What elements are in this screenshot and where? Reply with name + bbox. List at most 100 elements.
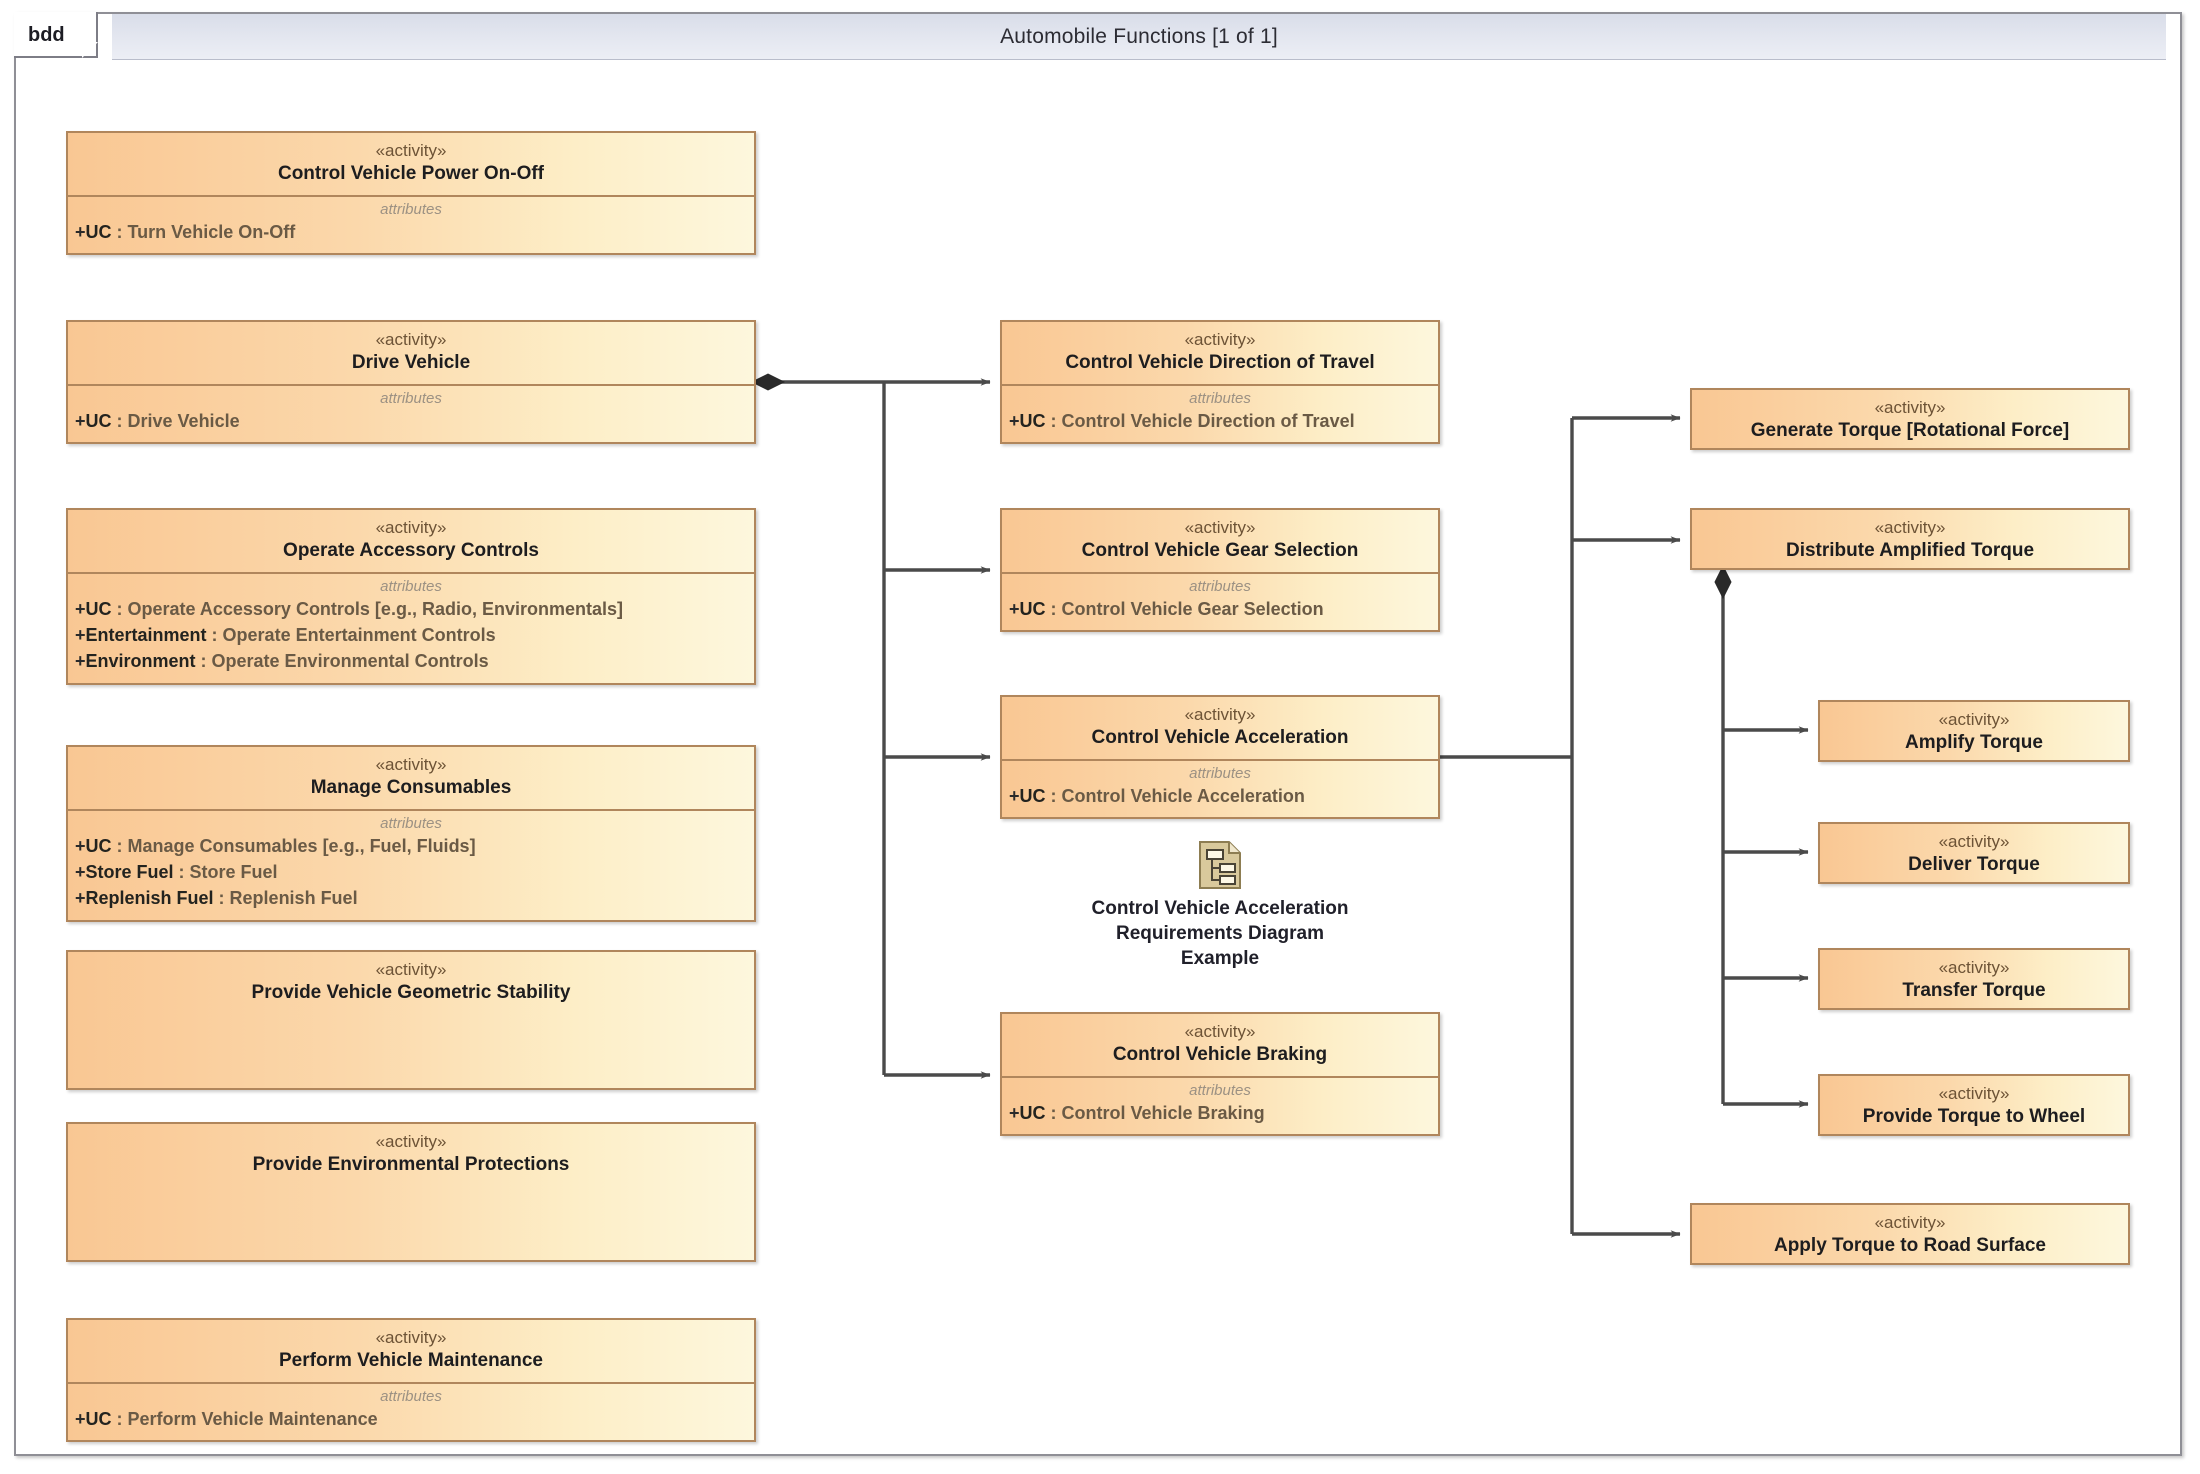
block-header: «activity» Amplify Torque xyxy=(1820,702,2128,764)
block-header: «activity» Distribute Amplified Torque xyxy=(1692,510,2128,572)
attributes-label: attributes xyxy=(380,578,442,596)
block-deliver-torque[interactable]: «activity» Deliver Torque xyxy=(1818,822,2130,884)
block-generate-torque[interactable]: «activity» Generate Torque [Rotational F… xyxy=(1690,388,2130,450)
block-operate-accessory-controls[interactable]: «activity» Operate Accessory Controls at… xyxy=(66,508,756,685)
block-stereotype: «activity» xyxy=(375,330,447,349)
block-header: «activity» Operate Accessory Controls xyxy=(68,510,754,575)
block-stereotype: «activity» xyxy=(375,1328,447,1347)
block-attributes: attributes +UC : Manage Consumables [e.g… xyxy=(68,811,754,919)
attribute-value: Drive Vehicle xyxy=(127,411,240,432)
attribute-key: UC xyxy=(85,1409,112,1430)
block-control-vehicle-gear-selection[interactable]: «activity» Control Vehicle Gear Selectio… xyxy=(1000,508,1440,633)
block-header: «activity» Transfer Torque xyxy=(1820,950,2128,1012)
attribute-value: Manage Consumables [e.g., Fuel, Fluids] xyxy=(127,836,476,857)
block-control-vehicle-direction-of-travel[interactable]: «activity» Control Vehicle Direction of … xyxy=(1000,320,1440,445)
visibility-marker: + xyxy=(75,411,86,432)
block-attributes: attributes +UC : Perform Vehicle Mainten… xyxy=(68,1384,754,1440)
block-attributes: attributes +UC : Control Vehicle Braking xyxy=(1002,1078,1438,1134)
block-provide-torque-to-wheel[interactable]: «activity» Provide Torque to Wheel xyxy=(1818,1074,2130,1136)
attributes-label: attributes xyxy=(1189,578,1251,596)
block-header: «activity» Perform Vehicle Maintenance xyxy=(68,1320,754,1385)
block-control-vehicle-braking[interactable]: «activity» Control Vehicle Braking attri… xyxy=(1000,1012,1440,1137)
block-stereotype: «activity» xyxy=(375,960,447,979)
attribute-separator: : xyxy=(111,411,128,432)
diagram-reference-control-vehicle-acceleration[interactable]: Control Vehicle Acceleration Requirement… xyxy=(1000,840,1440,971)
block-name: Control Vehicle Direction of Travel xyxy=(1065,351,1375,373)
attribute-key: Environment xyxy=(85,651,196,672)
attribute-key: Store Fuel xyxy=(85,862,174,883)
attribute-row: +UC : Drive Vehicle xyxy=(68,408,754,434)
block-attributes: attributes +UC : Control Vehicle Directi… xyxy=(1002,386,1438,442)
attributes-label: attributes xyxy=(380,815,442,833)
block-control-vehicle-power-on-off[interactable]: «activity» Control Vehicle Power On-Off … xyxy=(66,131,756,256)
block-header: «activity» Control Vehicle Braking xyxy=(1002,1014,1438,1079)
block-stereotype: «activity» xyxy=(1938,958,2010,977)
visibility-marker: + xyxy=(75,1409,86,1430)
block-name: Control Vehicle Power On-Off xyxy=(277,162,545,184)
visibility-marker: + xyxy=(75,222,86,243)
block-header: «activity» Control Vehicle Power On-Off xyxy=(68,133,754,198)
block-header: «activity» Provide Environmental Protect… xyxy=(68,1124,754,1186)
block-name: Manage Consumables xyxy=(310,776,512,798)
visibility-marker: + xyxy=(1009,599,1020,620)
visibility-marker: + xyxy=(75,651,86,672)
block-name: Provide Environmental Protections xyxy=(252,1153,570,1175)
block-amplify-torque[interactable]: «activity» Amplify Torque xyxy=(1818,700,2130,762)
attribute-separator: : xyxy=(111,222,128,243)
block-header: «activity» Control Vehicle Gear Selectio… xyxy=(1002,510,1438,575)
block-header: «activity» Deliver Torque xyxy=(1820,824,2128,886)
attribute-value: Control Vehicle Direction of Travel xyxy=(1061,411,1355,432)
block-drive-vehicle[interactable]: «activity» Drive Vehicle attributes +UC … xyxy=(66,320,756,445)
block-stereotype: «activity» xyxy=(1184,705,1256,724)
block-name: Provide Torque to Wheel xyxy=(1862,1105,2086,1127)
block-attributes: attributes +UC : Control Vehicle Gear Se… xyxy=(1002,574,1438,630)
attribute-value: Control Vehicle Acceleration xyxy=(1061,786,1305,807)
attribute-value: Turn Vehicle On-Off xyxy=(127,222,296,243)
block-perform-vehicle-maintenance[interactable]: «activity» Perform Vehicle Maintenance a… xyxy=(66,1318,756,1443)
block-stereotype: «activity» xyxy=(375,755,447,774)
attribute-separator: : xyxy=(1045,599,1062,620)
attributes-label: attributes xyxy=(380,390,442,408)
attribute-separator: : xyxy=(1045,1103,1062,1124)
block-name: Apply Torque to Road Surface xyxy=(1773,1234,2046,1256)
attribute-key: UC xyxy=(1019,411,1046,432)
block-stereotype: «activity» xyxy=(1184,518,1256,537)
block-name: Generate Torque [Rotational Force] xyxy=(1750,419,2070,441)
attribute-key: UC xyxy=(85,411,112,432)
block-provide-vehicle-geometric-stability[interactable]: «activity» Provide Vehicle Geometric Sta… xyxy=(66,950,756,1090)
visibility-marker: + xyxy=(75,625,86,646)
attribute-key: Entertainment xyxy=(85,625,207,646)
block-name: Deliver Torque xyxy=(1908,853,2040,875)
block-name: Control Vehicle Gear Selection xyxy=(1081,539,1359,561)
block-name: Amplify Torque xyxy=(1905,731,2043,753)
attribute-row: +UC : Control Vehicle Braking xyxy=(1002,1100,1438,1126)
block-transfer-torque[interactable]: «activity» Transfer Torque xyxy=(1818,948,2130,1010)
requirements-diagram-icon xyxy=(1198,840,1242,890)
block-attributes: attributes +UC : Drive Vehicle xyxy=(68,386,754,442)
attribute-value: Store Fuel xyxy=(189,862,278,883)
block-stereotype: «activity» xyxy=(375,1132,447,1151)
attributes-label: attributes xyxy=(380,201,442,219)
visibility-marker: + xyxy=(1009,411,1020,432)
block-provide-environmental-protections[interactable]: «activity» Provide Environmental Protect… xyxy=(66,1122,756,1262)
block-control-vehicle-acceleration[interactable]: «activity» Control Vehicle Acceleration … xyxy=(1000,695,1440,820)
attribute-separator: : xyxy=(206,625,223,646)
block-name: Distribute Amplified Torque xyxy=(1785,539,2035,561)
block-distribute-amplified-torque[interactable]: «activity» Distribute Amplified Torque xyxy=(1690,508,2130,570)
diagram-title: Automobile Functions [1 of 1] xyxy=(1000,25,1278,48)
block-stereotype: «activity» xyxy=(1874,398,1946,417)
block-attributes: attributes +UC : Operate Accessory Contr… xyxy=(68,574,754,682)
attribute-separator: : xyxy=(111,836,128,857)
block-stereotype: «activity» xyxy=(1184,1022,1256,1041)
block-attributes: attributes +UC : Control Vehicle Acceler… xyxy=(1002,761,1438,817)
block-manage-consumables[interactable]: «activity» Manage Consumables attributes… xyxy=(66,745,756,922)
block-apply-torque-to-road-surface[interactable]: «activity» Apply Torque to Road Surface xyxy=(1690,1203,2130,1265)
visibility-marker: + xyxy=(75,836,86,857)
attribute-row: +UC : Control Vehicle Gear Selection xyxy=(1002,596,1438,622)
attributes-label: attributes xyxy=(1189,1082,1251,1100)
attribute-value: Operate Environmental Controls xyxy=(211,651,489,672)
attribute-value: Control Vehicle Braking xyxy=(1061,1103,1265,1124)
attribute-row: +Replenish Fuel : Replenish Fuel xyxy=(68,885,754,911)
attribute-separator: : xyxy=(173,862,190,883)
block-header: «activity» Drive Vehicle xyxy=(68,322,754,387)
